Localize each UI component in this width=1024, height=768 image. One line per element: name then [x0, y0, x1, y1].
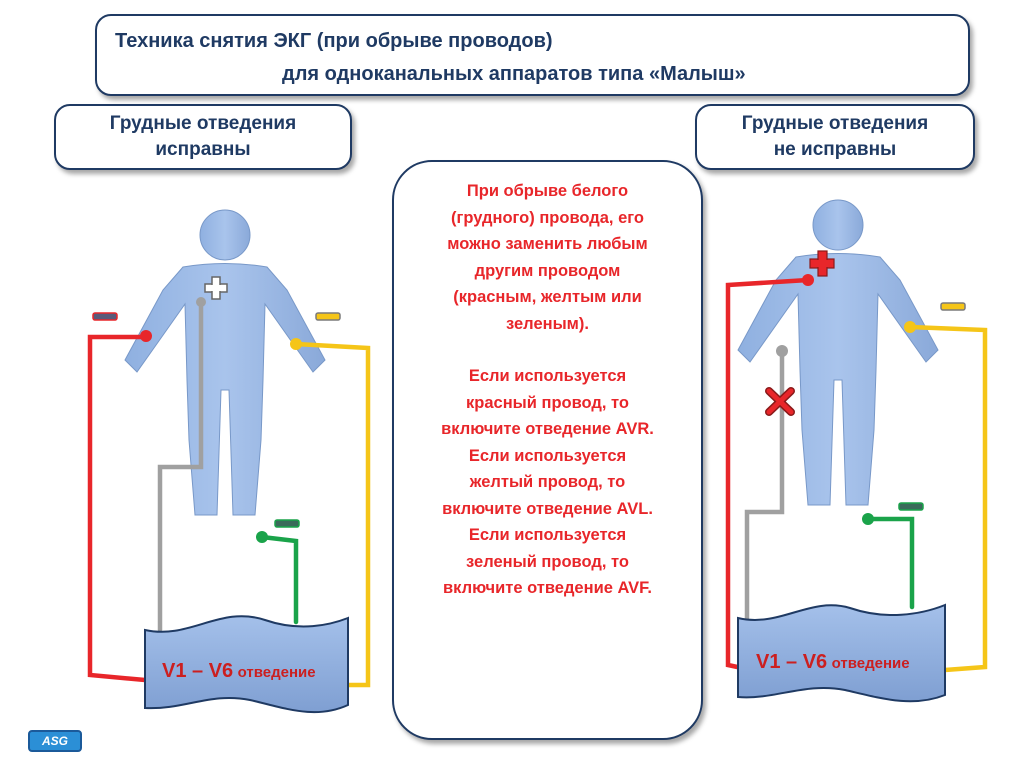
title-box: Техника снятия ЭКГ (при обрыве проводов)… — [95, 14, 970, 96]
left-wires — [87, 297, 371, 688]
green-wire — [259, 534, 299, 625]
green-electrode — [256, 531, 268, 543]
asg-badge: ASG — [28, 730, 82, 752]
status-broken-line-1: Грудные отведения — [741, 113, 929, 135]
lead-scroll-left — [144, 615, 349, 714]
minus-icon — [274, 519, 300, 528]
minus-icon — [315, 312, 341, 321]
explanation-line: красный провод, то — [466, 393, 629, 412]
lead-label-left-main: V1 – V6 — [162, 660, 234, 682]
right-figure — [737, 199, 939, 506]
explanation-line: зеленый провод, то — [466, 552, 629, 571]
gray-electrode — [776, 345, 788, 357]
minus-icon — [898, 502, 924, 511]
status-working-line-1: Грудные отведения — [109, 113, 297, 135]
status-box-broken: Грудные отведения не исправны — [695, 104, 975, 170]
left-figure — [124, 209, 326, 516]
green-wire — [865, 516, 915, 610]
yellow-electrode — [904, 321, 916, 333]
right-minus-icons — [898, 302, 966, 511]
explanation-line: Если используется — [468, 526, 627, 544]
explanation-text: При обрыве белого (грудного) провода, ег… — [404, 178, 691, 602]
yellow-wire — [907, 324, 988, 673]
lead-label-right: V1 – V6 отведение — [756, 651, 910, 674]
left-minus-icons — [92, 312, 341, 528]
explanation-line: включите отведение AVR. — [441, 420, 654, 438]
lead-label-right-suffix: отведение — [831, 655, 910, 672]
explanation-line: (красным, желтым или — [453, 288, 642, 306]
explanation-line: включите отведение AVF. — [442, 579, 652, 597]
gray-wire — [157, 299, 204, 633]
plus-electrode-icon — [204, 276, 228, 300]
title-line-1: Техника снятия ЭКГ (при обрыве проводов) — [115, 30, 553, 52]
explanation-line: другим проводом — [474, 261, 621, 280]
explanation-box: При обрыве белого (грудного) провода, ег… — [392, 160, 703, 740]
minus-icon — [92, 312, 118, 321]
explanation-line: включите отведение AVL. — [442, 499, 653, 518]
explanation-line: Если используется — [468, 367, 627, 385]
explanation-line: Если используется — [468, 446, 627, 465]
explanation-line: желтый провод, то — [469, 473, 626, 491]
red-wire — [725, 277, 811, 671]
minus-icon — [940, 302, 966, 311]
red-electrode — [802, 274, 814, 286]
yellow-wire — [293, 341, 371, 688]
red-plus-electrode-icon — [809, 250, 835, 277]
right-wires — [725, 274, 988, 673]
green-electrode — [862, 513, 874, 525]
lead-scroll-right — [737, 603, 946, 703]
explanation-line: зеленым). — [506, 314, 589, 333]
status-working-line-2: исправны — [155, 139, 251, 160]
status-box-working: Грудные отведения исправны — [54, 104, 352, 170]
title-line-2: для одноканальных аппаратов типа «Малыш» — [282, 63, 746, 85]
broken-wire-x-icon — [765, 387, 795, 416]
yellow-electrode — [290, 338, 302, 350]
gray-electrode — [196, 297, 206, 307]
red-electrode — [140, 330, 152, 342]
red-wire — [87, 334, 151, 683]
explanation-line: (грудного) провода, его — [451, 208, 644, 227]
status-broken-line-2: не исправны — [773, 139, 897, 160]
broken-gray-wire — [744, 349, 785, 621]
lead-label-right-main: V1 – V6 — [756, 651, 828, 673]
lead-label-left-suffix: отведение — [237, 664, 316, 681]
explanation-line: можно заменить любым — [447, 235, 648, 253]
explanation-line: При обрыве белого — [466, 182, 629, 200]
lead-label-left: V1 – V6 отведение — [162, 660, 316, 683]
